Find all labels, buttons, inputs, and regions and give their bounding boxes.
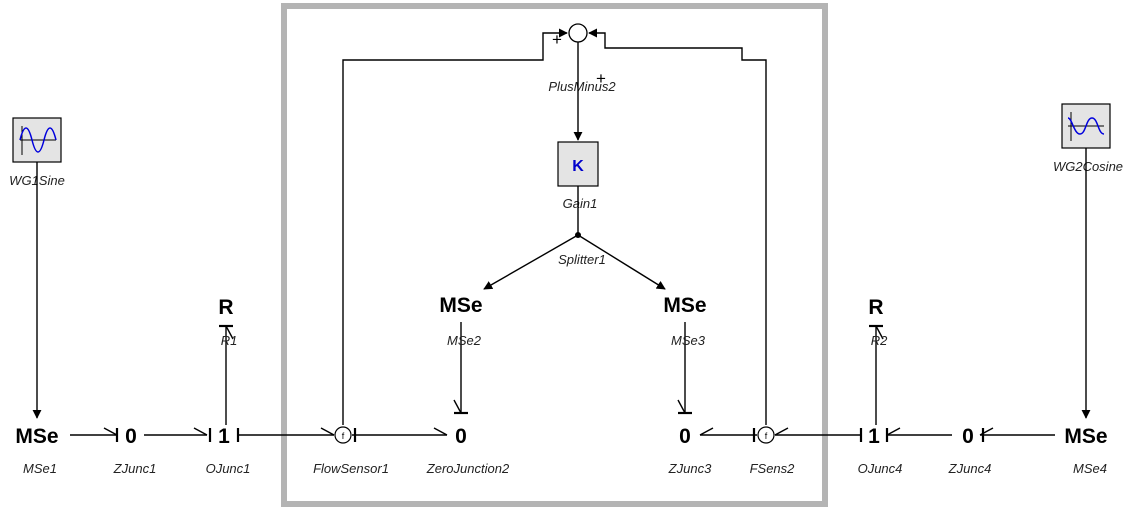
zjunc4-symbol: 0 xyxy=(962,425,974,448)
flowsensor1-label: FlowSensor1 xyxy=(313,461,389,476)
bond-mse4-zjunc4[interactable] xyxy=(979,427,1055,436)
signal-line-flowsensor1 xyxy=(342,28,568,425)
mse2-label: MSe2 xyxy=(447,333,482,348)
zjunc3-element[interactable]: 0 ZJunc3 xyxy=(668,425,712,476)
ojunc4-label: OJunc4 xyxy=(858,461,903,476)
plus-minus-label: PlusMinus2 xyxy=(548,79,616,94)
mse3-label: MSe3 xyxy=(671,333,706,348)
bond-ojunc4-fsens2[interactable] xyxy=(774,427,860,436)
plus-sign-right: + xyxy=(596,69,606,88)
mse2-symbol: MSe xyxy=(439,294,482,317)
plus-sign-left: + xyxy=(552,30,562,49)
ojunc1-label: OJunc1 xyxy=(206,461,251,476)
zerojunction2-symbol: 0 xyxy=(455,425,467,448)
flowsensor1-element[interactable]: f FlowSensor1 xyxy=(313,426,389,476)
r1-symbol: R xyxy=(218,296,233,319)
fsens2-label: FSens2 xyxy=(750,461,796,476)
r2-element[interactable]: R R2 xyxy=(868,296,888,348)
zjunc3-symbol: 0 xyxy=(679,425,691,448)
r2-label: R2 xyxy=(871,333,888,348)
flowsensor1-symbol: f xyxy=(342,431,345,441)
zjunc1-label: ZJunc1 xyxy=(113,461,157,476)
zjunc1-element[interactable]: 0 ZJunc1 xyxy=(113,425,157,476)
gain-label: Gain1 xyxy=(563,196,598,211)
signal-line-splitter-mse2 xyxy=(483,234,579,290)
zjunc3-label: ZJunc3 xyxy=(668,461,712,476)
zerojunction2-label: ZeroJunction2 xyxy=(426,461,510,476)
bond-ojunc1-flowsensor1[interactable] xyxy=(238,427,335,436)
mse4-element[interactable]: MSe MSe4 xyxy=(1064,425,1107,476)
mse1-symbol: MSe xyxy=(15,425,58,448)
r1-label: R1 xyxy=(221,333,238,348)
ojunc4-element[interactable]: 1 OJunc4 xyxy=(858,425,903,476)
bond-flowsensor1-zerojunction2[interactable] xyxy=(352,427,448,436)
r2-symbol: R xyxy=(868,296,883,319)
bond-ojunc1-r1[interactable] xyxy=(225,325,234,425)
zjunc4-element[interactable]: 0 ZJunc4 xyxy=(948,425,992,476)
mse3-element[interactable]: MSe MSe3 xyxy=(663,294,706,348)
mse4-symbol: MSe xyxy=(1064,425,1107,448)
mse4-label: MSe4 xyxy=(1073,461,1107,476)
signal-line-fsens2 xyxy=(589,33,767,425)
zjunc4-label: ZJunc4 xyxy=(948,461,992,476)
r1-element[interactable]: R R1 xyxy=(218,296,237,348)
mse1-label: MSe1 xyxy=(23,461,57,476)
mse3-symbol: MSe xyxy=(663,294,706,317)
submodel-frame xyxy=(281,3,828,507)
mse1-element[interactable]: MSe MSe1 xyxy=(15,425,58,476)
bond-fsens2-zjunc3[interactable] xyxy=(699,427,757,436)
fsens2-element[interactable]: f FSens2 xyxy=(750,426,796,476)
fsens2-symbol: f xyxy=(765,431,768,441)
zjunc1-symbol: 0 xyxy=(125,425,137,448)
plus-minus-block[interactable]: + + PlusMinus2 xyxy=(548,23,616,94)
bond-zjunc4-ojunc4[interactable] xyxy=(886,427,952,436)
ojunc4-symbol: 1 xyxy=(868,425,880,448)
bond-mse2-zerojunction2[interactable] xyxy=(453,322,462,414)
bond-zjunc1-ojunc1[interactable] xyxy=(144,427,208,436)
wg2-label: WG2Cosine xyxy=(1053,159,1123,174)
ojunc1-symbol: 1 xyxy=(218,425,230,448)
wg2-block[interactable]: WG2Cosine xyxy=(1053,103,1123,174)
sine-wave-icon xyxy=(19,126,57,155)
bond-ojunc4-r2[interactable] xyxy=(875,325,884,425)
splitter-label: Splitter1 xyxy=(558,252,606,267)
gain-block[interactable]: K Gain1 xyxy=(557,141,599,211)
zerojunction2-element[interactable]: 0 ZeroJunction2 xyxy=(426,425,510,476)
signal-line-splitter-mse3 xyxy=(577,234,666,290)
bond-mse3-zjunc3[interactable] xyxy=(677,322,686,414)
cosine-wave-icon xyxy=(1067,112,1105,141)
gain-symbol: K xyxy=(572,158,584,175)
ojunc1-element[interactable]: 1 OJunc1 xyxy=(206,425,251,476)
mse2-element[interactable]: MSe MSe2 xyxy=(439,294,482,348)
bond-mse1-zjunc1[interactable] xyxy=(70,427,118,436)
